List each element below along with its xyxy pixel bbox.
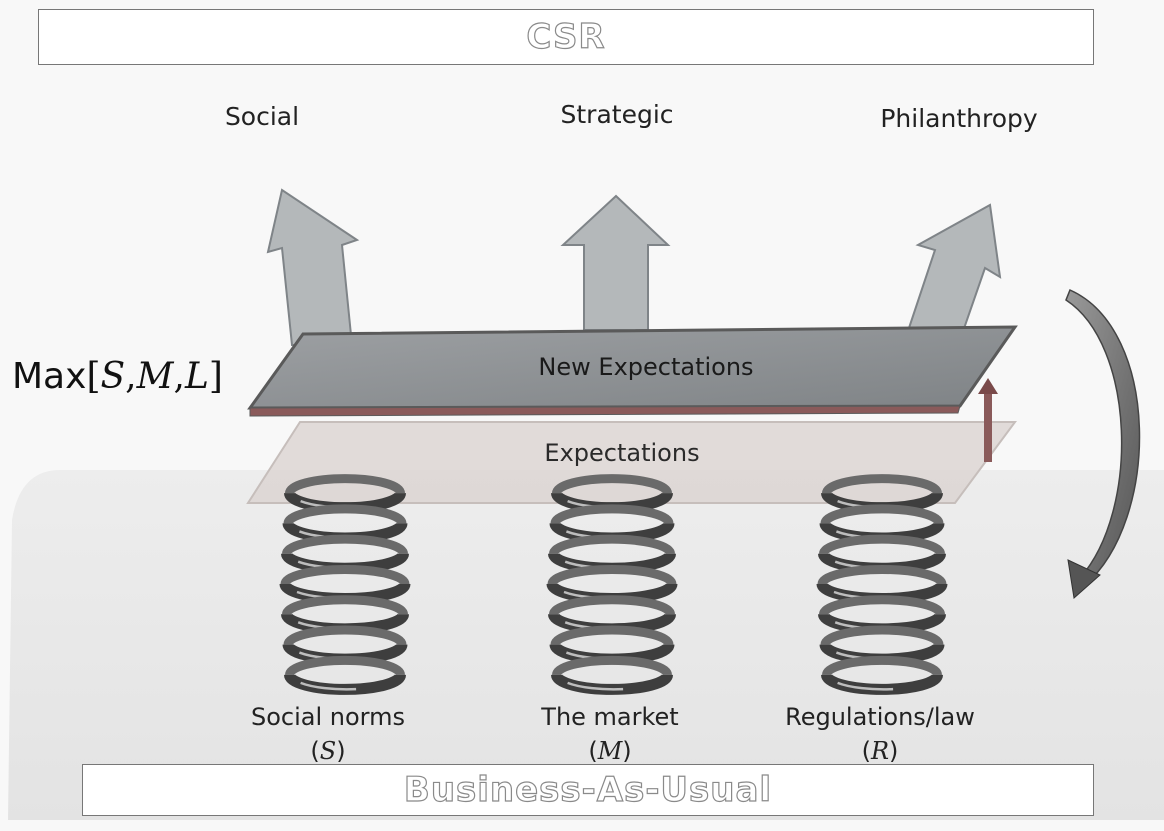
spring-coil-highlight xyxy=(300,681,357,691)
max-separator-1: , xyxy=(125,356,137,397)
spring-3 xyxy=(816,474,948,695)
spring-symbol-value: M xyxy=(597,737,623,765)
spring-coil-back xyxy=(822,474,942,495)
new-expectations-label: New Expectations xyxy=(538,353,754,381)
spring-coil-back xyxy=(549,595,675,616)
spring-2 xyxy=(546,474,678,695)
expectations-plane xyxy=(246,421,1017,504)
outcome-arrows xyxy=(266,188,1002,346)
spring-coil-back xyxy=(282,595,408,616)
max-formula: Max[S,M,L] xyxy=(12,356,223,397)
max-close-bracket: ] xyxy=(208,356,223,397)
max-symbol-m: M xyxy=(136,356,174,397)
arrow-philanthropy xyxy=(903,203,1002,341)
spring-coil-back xyxy=(817,564,947,585)
spring-coil-highlight xyxy=(567,681,624,691)
spring-coil-back xyxy=(285,655,405,676)
spring-coil-back xyxy=(283,504,407,525)
spring-1 xyxy=(279,474,411,695)
business-as-usual-title: Business-As-Usual xyxy=(403,769,773,810)
spring-symbol: (R) xyxy=(861,737,899,765)
spring-coil-highlight xyxy=(837,681,894,691)
spring-coil-back xyxy=(822,655,942,676)
csr-title-box: CSR xyxy=(38,9,1094,65)
spring-coil-back xyxy=(547,564,677,585)
spring-label-regulations: Regulations/law (R) xyxy=(785,700,975,768)
spring-coil-back xyxy=(285,474,405,495)
arrow-strategic xyxy=(560,194,671,331)
spring-symbol-value: S xyxy=(319,737,337,765)
business-as-usual-box: Business-As-Usual xyxy=(82,764,1094,816)
outcome-label-social: Social xyxy=(224,102,300,131)
spring-coil-back xyxy=(550,504,674,525)
max-separator-2: , xyxy=(173,356,185,397)
springs-group xyxy=(279,474,948,695)
spring-coil-back xyxy=(552,474,672,495)
spring-label-text: Regulations/law xyxy=(785,703,975,731)
outcome-label-strategic: Strategic xyxy=(560,100,674,129)
max-open-bracket: [ xyxy=(86,356,101,397)
spring-coil-back xyxy=(282,534,408,555)
spring-coil-back xyxy=(552,655,672,676)
max-symbol-s: S xyxy=(100,356,126,397)
max-symbol-l: L xyxy=(184,356,209,397)
csr-title: CSR xyxy=(526,16,606,57)
arrow-social xyxy=(266,188,360,346)
spring-coil-back xyxy=(820,504,944,525)
new-expectations-plane xyxy=(247,325,1018,417)
spring-symbol: (S) xyxy=(310,737,346,765)
spring-coil-back xyxy=(819,595,945,616)
spring-coil-back xyxy=(819,534,945,555)
spring-symbol: (M) xyxy=(588,737,632,765)
spring-label-social-norms: Social norms (S) xyxy=(251,700,405,768)
spring-label-market: The market (M) xyxy=(541,700,678,768)
spring-label-text: The market xyxy=(541,703,679,731)
spring-label-text: Social norms xyxy=(250,703,406,731)
spring-coil-back xyxy=(549,534,675,555)
spring-coil-back xyxy=(280,564,410,585)
spring-coil-back xyxy=(820,625,944,646)
outcome-label-philanthropy: Philanthropy xyxy=(880,104,1038,133)
expectations-label: Expectations xyxy=(544,439,700,467)
spring-coil-back xyxy=(283,625,407,646)
shift-up-arrow xyxy=(978,378,998,462)
feedback-curve-arrow xyxy=(1065,288,1141,599)
spring-symbol-value: R xyxy=(870,737,890,765)
spring-coil-back xyxy=(550,625,674,646)
max-prefix: Max xyxy=(12,356,87,397)
